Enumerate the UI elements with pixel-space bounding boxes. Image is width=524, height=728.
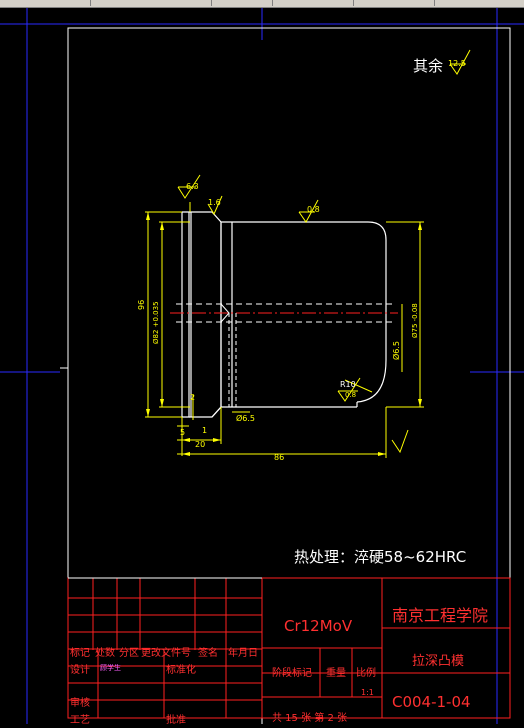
toolbar-segment[interactable] — [354, 0, 435, 6]
label-mark: 标记 — [70, 648, 90, 659]
drawing-number: C004-1-04 — [392, 693, 471, 711]
dim-roughness-top-left: 1.6 — [208, 198, 221, 207]
dim-roughness-top: 0.8 — [307, 205, 320, 214]
dim-96: 96 — [137, 299, 146, 310]
dim-6-5-bottom: Ø6.5 — [236, 414, 256, 423]
label-review: 审核 — [70, 698, 90, 709]
drawing-canvas[interactable]: 其余 12.5 6.3 1.6 0.8 96 Ø82 +0.035 Ø75 -0… — [0, 8, 524, 726]
roughness-rest-note: 其余 — [413, 57, 444, 75]
sheet-info: 共 15 张 第 2 张 — [272, 713, 347, 724]
school-name: 南京工程学院 — [392, 606, 489, 625]
centerline-group — [170, 303, 398, 407]
toolbar-segment[interactable] — [0, 0, 91, 6]
scale-value: 1:1 — [361, 688, 374, 697]
roughness-rest-value: 12.5 — [448, 59, 466, 68]
dimension-arrows — [146, 212, 422, 456]
viewport-lines — [0, 8, 524, 724]
toolbar-segment[interactable] — [212, 0, 273, 6]
cad-drawing — [0, 8, 524, 724]
dim-r10: R10 — [340, 380, 356, 389]
dim-1: 1 — [202, 426, 208, 435]
label-count: 处数 — [95, 648, 115, 659]
dim-75: Ø75 -0.08 — [411, 303, 419, 338]
label-weight: 重量 — [326, 668, 346, 679]
dim-20: 20 — [195, 440, 206, 449]
label-date: 年月日 — [228, 648, 258, 659]
dim-roughness-flange: 6.3 — [186, 182, 199, 191]
label-approve: 批准 — [166, 715, 186, 726]
label-process: 工艺 — [70, 715, 90, 726]
title-block-grid — [67, 577, 511, 719]
part-outline — [181, 211, 387, 418]
dim-5: 5 — [180, 428, 186, 437]
dimension-lines — [145, 49, 471, 458]
dim-r10-roughness: 0.8 — [345, 391, 357, 399]
dim-6-5-right: Ø6.5 — [392, 340, 401, 360]
label-doc-no: 更改文件号 — [141, 648, 191, 659]
label-sign: 签名 — [198, 648, 218, 659]
toolbar-segment[interactable] — [91, 0, 212, 6]
dim-86: 86 — [274, 453, 285, 462]
designer-name: 顾学生 — [100, 664, 121, 672]
label-design: 设计 — [70, 665, 90, 676]
dim-2: 2 — [190, 393, 196, 402]
label-zone: 分区 — [119, 648, 139, 659]
label-scale: 比例 — [356, 668, 376, 679]
label-standardize: 标准化 — [166, 665, 196, 676]
heat-treatment-note: 热处理：淬硬58~62HRC — [294, 548, 467, 566]
label-stage-mark: 阶段标记 — [272, 668, 312, 679]
part-name: 拉深凸模 — [412, 654, 465, 669]
dim-82: Ø82 +0.035 — [152, 301, 160, 344]
material-label: Cr12MoV — [284, 617, 353, 635]
application-toolbar — [0, 0, 524, 8]
toolbar-segment[interactable] — [273, 0, 354, 6]
